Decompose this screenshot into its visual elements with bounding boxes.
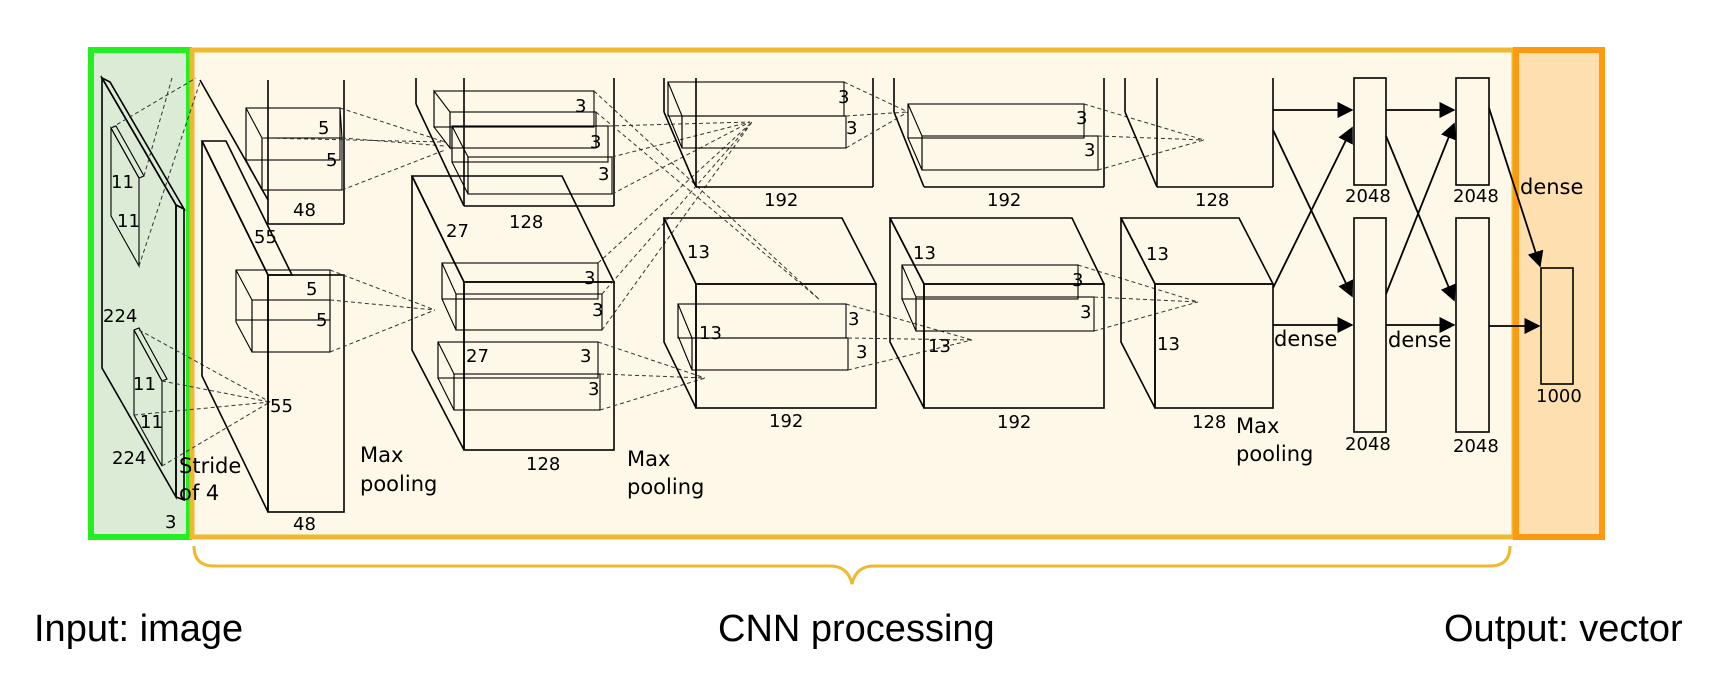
conv3-projection-lines [843, 81, 973, 371]
pool1-label-line1: Max [360, 443, 403, 467]
conv1-projection-lines [261, 107, 446, 353]
conv3-kernel-label-3: 3 [848, 309, 859, 330]
pool3-label-line1: Max [1236, 414, 1279, 438]
conv2-depth-label-bottom: 128 [526, 454, 560, 475]
output-size-label: 1000 [1536, 386, 1582, 407]
conv1-kernel-top [245, 107, 343, 191]
conv2-size-label-a: 27 [446, 221, 469, 242]
conv2-kernel-label-4: 3 [584, 268, 595, 289]
conv5-depth-label-bottom: 128 [1192, 412, 1226, 433]
input-channels-label: 3 [165, 512, 176, 533]
conv2-kernel-label-5: 3 [592, 300, 603, 321]
conv3-kernel-bottom [677, 303, 849, 371]
pool1-label-line2: pooling [360, 472, 437, 496]
conv4-kernel-label-1: 3 [1076, 108, 1087, 129]
cnn-brace [192, 545, 1512, 585]
conv2-bottom-volume [410, 175, 616, 451]
conv4-kernel-label-4: 3 [1080, 302, 1091, 323]
conv1-size-label-b: 55 [270, 396, 293, 417]
conv5-size-label-b: 13 [1157, 334, 1180, 355]
input-size-label-a: 224 [103, 306, 137, 327]
fc-connection-arrows [1272, 101, 1544, 335]
conv4-kernel-bottom [901, 264, 1095, 332]
pool2-label-line1: Max [627, 447, 670, 471]
conv3-kernel-label-4: 3 [856, 342, 867, 363]
conv5-size-label-a: 13 [1146, 244, 1169, 265]
conv2-projection-lines [593, 90, 821, 411]
conv2-kernels-bottom [437, 262, 603, 411]
conv4-kernel-top [907, 103, 1099, 171]
conv2-kernel-label-2: 3 [590, 132, 601, 153]
conv1-kernel-label-3: 5 [306, 279, 317, 300]
conv1-kernel-bottom [235, 269, 331, 353]
conv2-kernel-label-1: 3 [575, 96, 586, 117]
stride-label-2: of 4 [179, 481, 219, 505]
conv2-kernel-label-7: 3 [588, 379, 599, 400]
dense-label-3: dense [1520, 175, 1583, 199]
conv2-size-label-b: 27 [466, 346, 489, 367]
conv5-depth-label-top: 128 [1195, 190, 1229, 211]
conv4-depth-label-bottom: 192 [997, 412, 1031, 433]
output-section [1513, 47, 1605, 540]
conv4-size-label-a: 13 [913, 243, 936, 264]
conv1-depth-label-bottom: 48 [293, 514, 316, 535]
conv3-kernel-top [667, 81, 847, 149]
conv3-kernel-label-2: 3 [846, 118, 857, 139]
fc1-size-label-top: 2048 [1345, 186, 1391, 207]
fc2-size-label-top: 2048 [1453, 186, 1499, 207]
input-kernel-label-1: 11 [111, 172, 134, 193]
conv5-bottom-volume [1119, 217, 1275, 409]
conv5-top-volume [1124, 78, 1274, 188]
pool3-label-line2: pooling [1236, 442, 1313, 466]
conv4-bottom-volume [888, 217, 1106, 409]
stride-label-1: Stride [179, 454, 241, 478]
conv4-top-volume [893, 78, 1105, 188]
conv4-kernel-label-2: 3 [1084, 140, 1095, 161]
dense-label-1: dense [1274, 327, 1337, 351]
conv1-depth-label-top: 48 [293, 200, 316, 221]
input-projection-lines [110, 77, 271, 467]
fc1-size-label-bottom: 2048 [1345, 434, 1391, 455]
input-caption: Input: image [34, 608, 244, 650]
conv1-size-label-a: 55 [254, 227, 277, 248]
cnn-caption: CNN processing [718, 608, 995, 650]
conv2-kernels-top [433, 89, 613, 195]
conv4-projection-lines [1077, 103, 1205, 332]
conv2-kernel-label-6: 3 [580, 346, 591, 367]
pool2-label-line2: pooling [627, 475, 704, 499]
conv1-kernel-label-2: 5 [326, 150, 337, 171]
conv1-kernel-label-4: 5 [316, 310, 327, 331]
conv2-kernel-label-3: 3 [598, 164, 609, 185]
input-kernel-label-4: 11 [140, 412, 163, 433]
conv2-depth-label-top: 128 [509, 212, 543, 233]
conv4-size-label-b: 13 [928, 336, 951, 357]
conv4-kernel-label-3: 3 [1072, 270, 1083, 291]
conv1-bottom-volume [200, 140, 345, 513]
input-image-volume [99, 75, 187, 502]
input-size-label-b: 224 [112, 448, 146, 469]
conv3-size-label-a: 13 [687, 242, 710, 263]
input-kernel-label-3: 11 [133, 374, 156, 395]
conv3-size-label-b: 13 [699, 323, 722, 344]
conv3-depth-label-bottom: 192 [769, 411, 803, 432]
input-section [88, 47, 192, 540]
input-kernel-label-2: 11 [117, 211, 140, 232]
conv3-depth-label-top: 192 [764, 190, 798, 211]
fc2-size-label-bottom: 2048 [1453, 436, 1499, 457]
dense-label-2: dense [1388, 328, 1451, 352]
conv3-bottom-volume [662, 217, 878, 409]
conv3-kernel-label-1: 3 [838, 87, 849, 108]
output-caption: Output: vector [1444, 608, 1683, 650]
conv2-top-volume [415, 78, 615, 207]
conv1-kernel-label-1: 5 [318, 118, 329, 139]
output-units [1540, 267, 1574, 385]
conv4-depth-label-top: 192 [987, 190, 1021, 211]
